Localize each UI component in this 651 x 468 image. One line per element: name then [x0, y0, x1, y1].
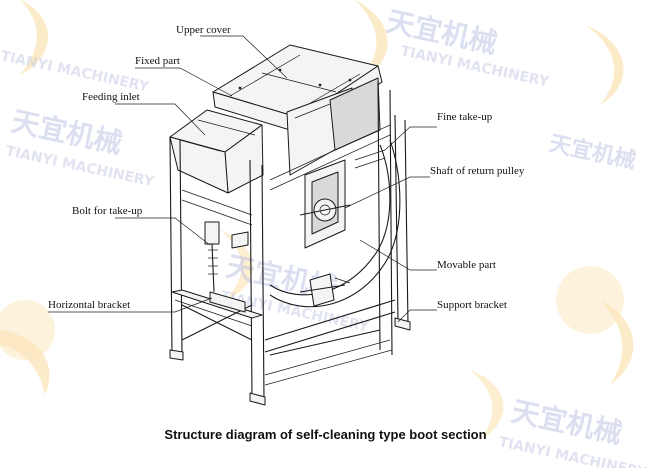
label-support-bracket: Support bracket — [437, 299, 507, 311]
label-fine-take-up: Fine take-up — [437, 111, 493, 123]
frame-right — [269, 81, 411, 356]
take-up-bolt — [204, 221, 249, 293]
frame-left — [169, 136, 266, 406]
boot-section-drawing — [169, 44, 411, 406]
label-movable-part: Movable part — [437, 259, 496, 271]
label-upper-cover: Upper cover — [176, 24, 231, 36]
leader-movable-part — [359, 239, 437, 271]
horizontal-bracket — [171, 289, 263, 341]
support-bracket — [264, 299, 396, 386]
leader-upper-cover — [200, 35, 288, 79]
movable-part — [299, 273, 351, 307]
figure-caption: Structure diagram of self-cleaning type … — [164, 427, 487, 442]
watermark-sun-logo — [0, 0, 634, 440]
return-pulley-assembly — [269, 139, 401, 308]
fixed-part — [286, 77, 381, 176]
label-feeding-inlet: Feeding inlet — [82, 91, 140, 103]
leader-horizontal-bracket — [48, 297, 213, 313]
leader-fixed-part — [135, 67, 233, 97]
label-bolt-take-up: Bolt for take-up — [72, 205, 143, 217]
part-labels: Upper cover Fixed part Feeding inlet Fin… — [48, 24, 525, 311]
leader-fine-take-up — [384, 126, 437, 151]
leader-lines — [48, 35, 437, 323]
label-fixed-part: Fixed part — [135, 55, 180, 67]
leader-support-bracket — [397, 309, 437, 323]
leader-bolt-take-up — [115, 217, 211, 246]
leader-feeding-inlet — [115, 103, 206, 136]
feeding-inlet — [169, 109, 264, 194]
leader-shaft-return-pulley — [344, 176, 430, 209]
label-horizontal-bracket: Horizontal bracket — [48, 299, 130, 311]
label-shaft-return-pulley: Shaft of return pulley — [430, 165, 525, 177]
watermark-cn-5: 天宜机械 — [547, 130, 638, 174]
